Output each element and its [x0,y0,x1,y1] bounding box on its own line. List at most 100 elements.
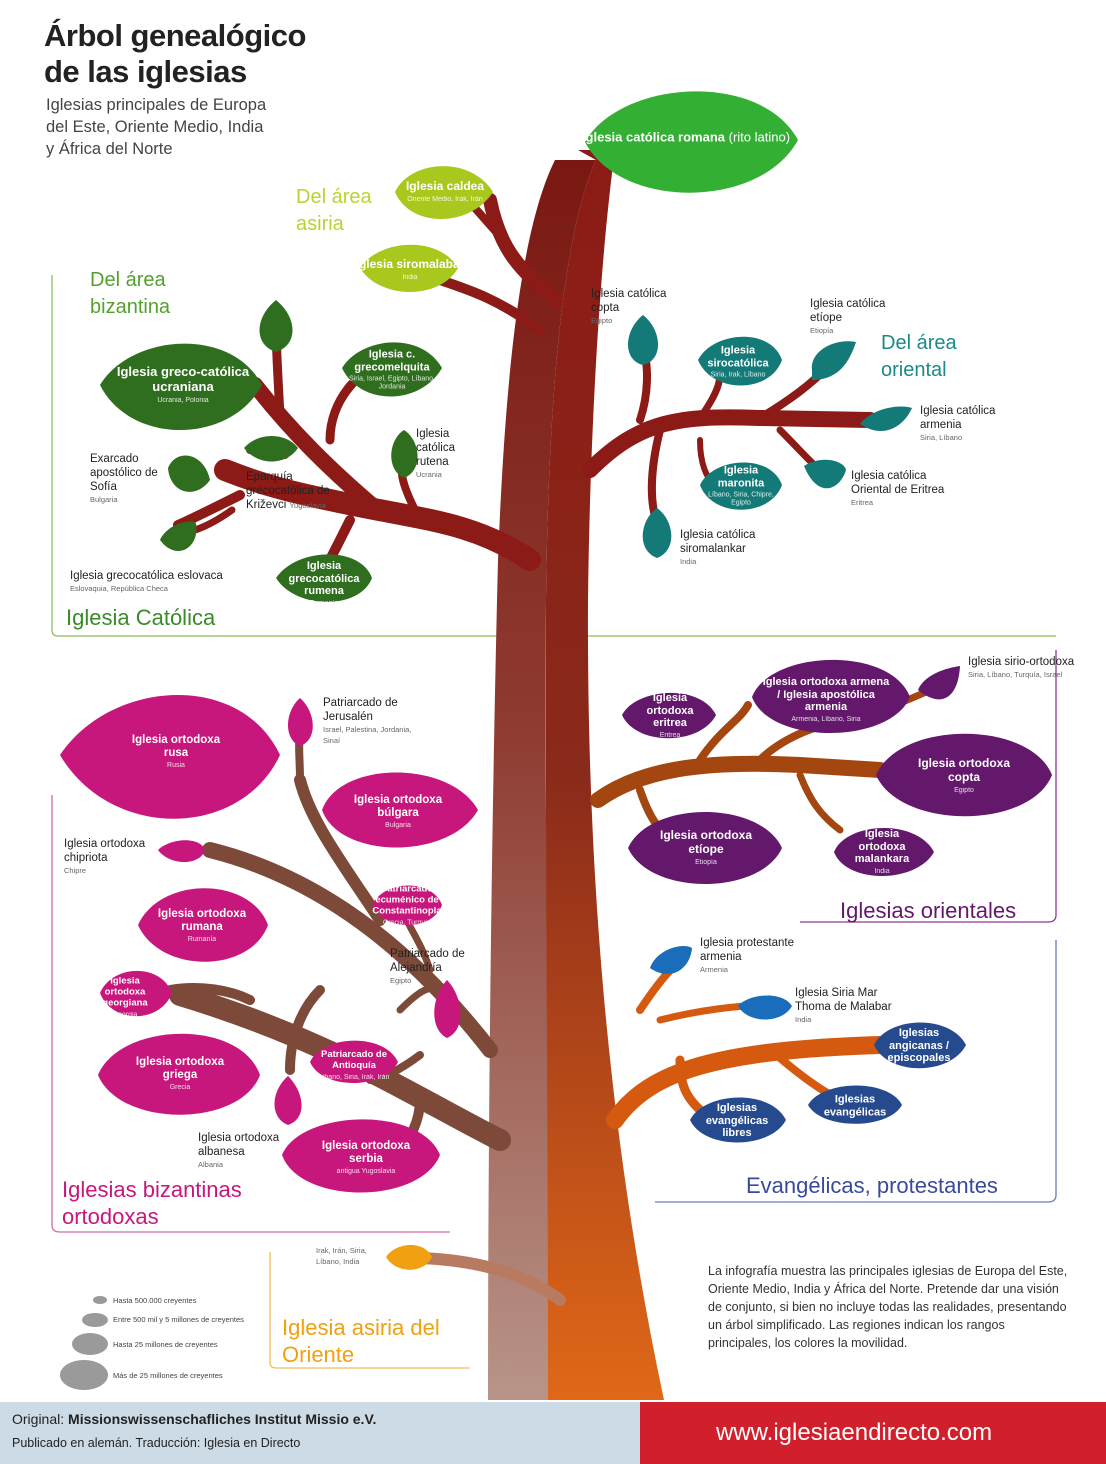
leaf-eritrea-ort [622,692,716,739]
legend-item-1: Hasta 500.000 creyentes [113,1296,197,1305]
leaf-griega [98,1033,260,1115]
leaf-prot-armenia [650,946,692,975]
leaf-romana-text: Iglesia católica romana (rito latino) [581,129,791,145]
leaf-copta-cat [627,315,659,365]
section-orientales: Iglesias orientales [840,898,1017,923]
title-line-2: de las iglesias [44,54,247,89]
leaf-evangelicas-text: Iglesias evangélicas [823,1093,887,1118]
leaf-armena [752,659,910,733]
section-frames [51,275,1057,1369]
leaf-small-green-4 [168,455,210,492]
leaf-sirocatolica [698,336,782,386]
leaf-anglicanas [874,1022,966,1069]
leaf-caldea [395,166,493,219]
subtitle-line-1: Iglesias principales de Europa [46,96,267,114]
section-bizantina-area: Del área bizantina [90,269,171,318]
leaf-chipriota [158,840,205,862]
leaf-georgiana [100,970,172,1017]
legend-shape-3 [72,1333,108,1355]
leaf-rumena-cat [276,554,372,602]
leaf-copta [876,733,1052,817]
footer-published: Publicado en alemán. Traducción: Iglesia… [12,1436,301,1450]
label-eparquia: Eparquía grecocatólica de Križevci Yugos… [246,471,330,511]
branch-assyrian [414,1252,566,1306]
leaf-small-green-5 [160,521,197,551]
leaf-evangelicas-libres-text: Iglesias evangélicas libres [705,1102,769,1140]
leaf-mar-thoma [738,995,792,1020]
section-catolica: Iglesia Católica [66,605,216,630]
leaf-eritrea-cat [804,459,846,489]
explanatory-note: La infografía muestra las principales ig… [708,1264,1068,1350]
legend-item-4: Más de 25 millones de creyentes [113,1371,223,1380]
subtitle-line-2: del Este, Oriente Medio, India [46,118,264,136]
legend-item-2: Entre 500 mil y 5 millones de creyentes [113,1315,244,1324]
leaf-armena-text: Iglesia ortodoxa armena / Iglesia apostó… [762,676,890,723]
label-asiria-region: Irak, Irán, Siria, Líbano, India [316,1246,367,1266]
leaf-alejandria [434,980,461,1038]
title-line-1: Árbol genealógico [44,18,306,53]
leaf-sirio-ort [918,666,960,700]
legend-item-3: Hasta 25 millones de creyentes [113,1340,218,1349]
legend-shape-2 [82,1313,108,1327]
footer-url-band [640,1402,1106,1464]
leaf-small-green-1 [259,300,293,352]
leaf-maronita [700,462,782,510]
leaf-small-green-2 [244,436,298,462]
section-bizantinas: Iglesias bizantinas ortodoxas [62,1177,242,1229]
leaf-evangelicas-libres [690,1097,786,1143]
section-oriental-area: Del área oriental [881,332,957,381]
subtitle-line-3: y África del Norte [46,140,173,158]
leaf-small-green-3 [391,430,418,478]
leaf-constantinopla [372,885,442,926]
leaf-malankara [834,827,934,876]
leaf-etiope-ort [628,812,782,884]
leaf-asiria [386,1244,432,1270]
leaf-evangelicas [808,1085,902,1124]
leaf-melquita [342,342,442,397]
leaf-bulgara [322,772,478,848]
leaf-armenia-cat [860,406,912,432]
trunk-left [488,160,596,1400]
leaf-anglicanas-text: Iglesias angicanas / episcopales [887,1027,951,1065]
leaf-etiope-cat [811,341,856,380]
footer-url-link[interactable]: www.iglesiaendirecto.com [716,1419,993,1446]
leaf-greco-ucraniana [100,343,262,430]
legend-shape-1 [93,1296,107,1304]
leaf-siromalankar [642,508,672,558]
leaf-rusa [60,694,280,819]
leaf-serbia [282,1119,440,1193]
leaf-siromalabar [360,244,458,292]
leaf-jerusalen [288,698,313,746]
page-title: Árbol genealógico de las iglesias [44,18,306,90]
